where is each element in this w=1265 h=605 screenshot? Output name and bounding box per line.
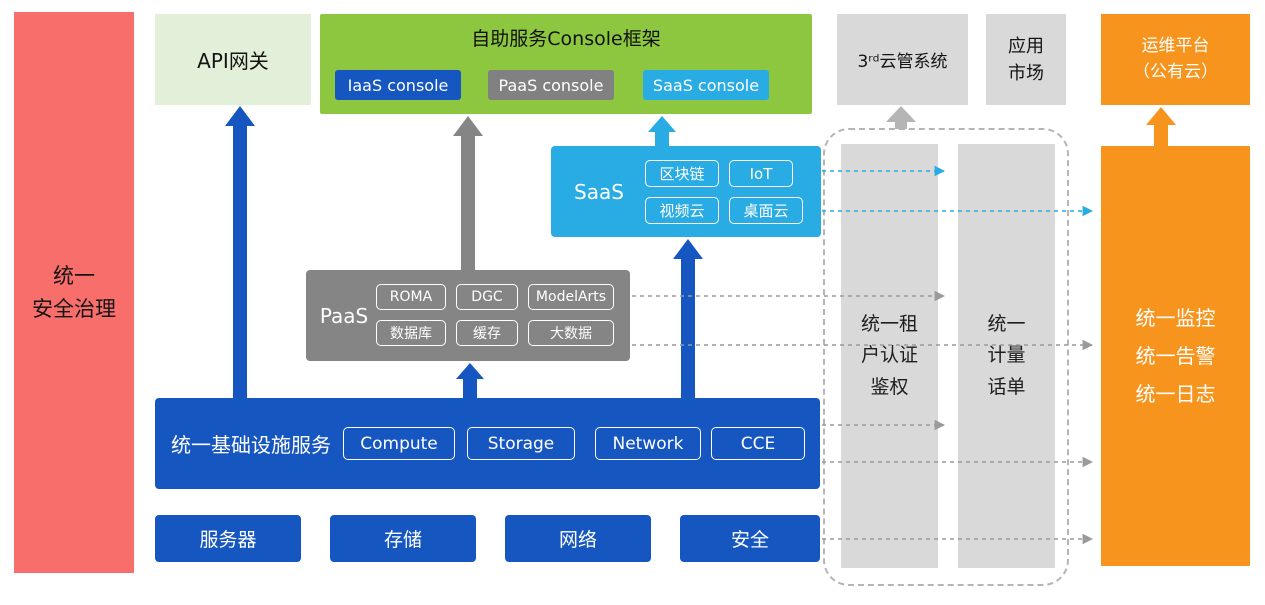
paas-box: PaaS ROMA DGC ModelArts 数据库 缓存 大数据 [306, 270, 630, 361]
saas-box: SaaS 区块链 IoT 视频云 桌面云 [551, 146, 821, 237]
hw-network-box: 网络 [505, 515, 651, 562]
arrow-paas-to-console [453, 116, 483, 270]
om-platform-box: 运维平台 （公有云） [1101, 14, 1250, 105]
arrow-infra-to-api-gateway [225, 106, 255, 398]
saas-console-chip: SaaS console [643, 70, 769, 100]
app-market-box: 应用 市场 [986, 14, 1066, 105]
paas-label: PaaS [319, 303, 369, 328]
shared-services-group-border [823, 128, 1069, 586]
paas-item-database: 数据库 [376, 320, 446, 346]
saas-item-iot: IoT [729, 160, 793, 187]
console-framework-box: 自助服务Console框架 IaaS console PaaS console … [320, 14, 812, 114]
monitoring-box: 统一监控 统一告警 统一日志 [1101, 146, 1250, 566]
paas-item-bigdata: 大数据 [528, 320, 614, 346]
infra-item-storage: Storage [467, 427, 575, 460]
paas-console-chip: PaaS console [488, 70, 614, 100]
metering-bar: 统一 计量 话单 [958, 144, 1055, 568]
paas-item-dgc: DGC [456, 284, 518, 310]
console-framework-title: 自助服务Console框架 [471, 28, 661, 50]
infra-label: 统一基础设施服务 [171, 433, 331, 457]
security-governance-bar: 统一 安全治理 [14, 12, 134, 573]
saas-item-desktop-cloud: 桌面云 [729, 197, 803, 224]
third-party-cloud-mgmt-box: 3ʳᵈ云管系统 [837, 14, 968, 105]
arrow-monitoring-to-om-platform [1146, 107, 1176, 146]
infra-item-network: Network [595, 427, 701, 460]
arrow-infra-to-saas [673, 239, 703, 398]
hw-storage-box: 存储 [330, 515, 476, 562]
hw-server-box: 服务器 [155, 515, 301, 562]
infra-item-cce: CCE [711, 427, 805, 460]
iaas-console-chip: IaaS console [335, 70, 461, 100]
hw-security-box: 安全 [680, 515, 820, 562]
tenant-auth-bar: 统一租 户认证 鉴权 [841, 144, 938, 568]
saas-item-video-cloud: 视频云 [645, 197, 719, 224]
paas-item-modelarts: ModelArts [528, 284, 614, 310]
saas-label: SaaS [574, 179, 624, 204]
paas-item-cache: 缓存 [456, 320, 518, 346]
saas-item-blockchain: 区块链 [645, 160, 719, 187]
paas-item-roma: ROMA [376, 284, 446, 310]
arrow-infra-to-paas [456, 363, 484, 398]
arrow-saas-to-console [648, 116, 676, 146]
arrow-shared-to-third-party [886, 106, 916, 129]
infra-item-compute: Compute [343, 427, 455, 460]
infra-box: 统一基础设施服务 Compute Storage Network CCE [155, 398, 820, 489]
api-gateway-box: API网关 [155, 14, 311, 105]
